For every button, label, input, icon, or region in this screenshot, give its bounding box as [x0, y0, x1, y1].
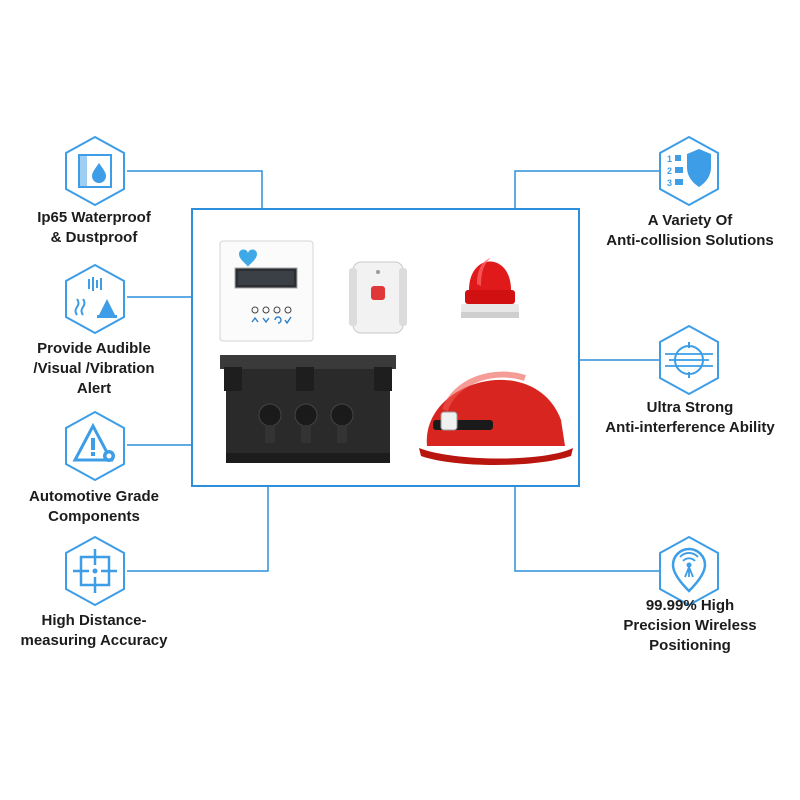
product-frame: [191, 208, 580, 487]
tag-device: [349, 261, 407, 334]
waterproof-icon: [65, 135, 125, 207]
warning-gear-icon: [65, 410, 125, 482]
shield-list-icon: 1 2 3: [659, 135, 719, 207]
red-beacon-light: [461, 258, 519, 318]
black-junction-box: [220, 355, 396, 463]
svg-text:1: 1: [667, 154, 672, 164]
red-safety-helmet: [419, 371, 573, 465]
svg-text:2: 2: [667, 166, 672, 176]
svg-text:3: 3: [667, 178, 672, 188]
alert-icon: [65, 263, 125, 335]
feature-label-accuracy: High Distance-measuring Accuracy: [20, 612, 168, 649]
control-panel: [219, 240, 314, 342]
interference-icon: [659, 324, 719, 396]
location-pin-icon: [659, 535, 719, 607]
crosshair-icon: [65, 535, 125, 607]
feature-label-waterproof: Ip65 Waterproof& Dustproof: [37, 209, 151, 246]
